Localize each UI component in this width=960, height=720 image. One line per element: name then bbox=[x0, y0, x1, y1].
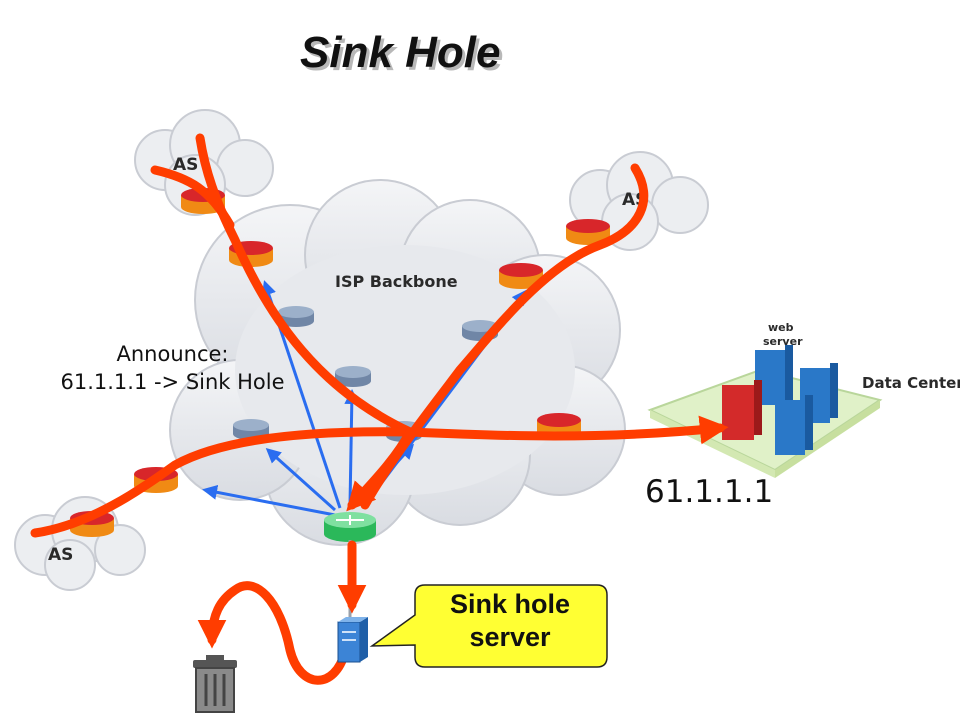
router-icon bbox=[566, 219, 610, 245]
announce-line-2: 61.1.1.1 -> Sink Hole bbox=[60, 370, 285, 394]
data-center: web server Data Center bbox=[647, 321, 960, 478]
callout-line-2: server bbox=[469, 622, 551, 652]
data-center-label: Data Center bbox=[862, 374, 960, 392]
core-routers bbox=[233, 306, 498, 442]
sinkhole-callout-text: Sink hole server bbox=[416, 588, 604, 654]
announce-annotation: Announce: 61.1.1.1 -> Sink Hole bbox=[30, 340, 315, 396]
router-icon bbox=[335, 366, 371, 387]
as-label-top-left: AS bbox=[173, 155, 198, 175]
announce-line-1: Announce: bbox=[116, 342, 229, 366]
callout-line-1: Sink hole bbox=[449, 589, 571, 619]
sinkhole-router-icon bbox=[324, 512, 376, 542]
as-label-bottom-left: AS bbox=[48, 545, 73, 565]
as-cloud-bottom-left: AS bbox=[14, 496, 146, 591]
page-title: Sink Hole bbox=[300, 28, 501, 77]
web-server-label-1: web bbox=[768, 321, 794, 334]
sinkhole-callout-bubble bbox=[369, 584, 608, 668]
router-icon bbox=[278, 306, 314, 327]
isp-backbone-cloud: ISP Backbone bbox=[169, 179, 626, 546]
target-ip-label: 61.1.1.1 bbox=[645, 474, 774, 510]
web-server-label-2: server bbox=[763, 335, 803, 348]
trash-can-icon bbox=[193, 655, 237, 713]
attack-traffic-paths bbox=[30, 133, 729, 685]
isp-backbone-label: ISP Backbone bbox=[335, 272, 458, 291]
router-icon bbox=[499, 263, 543, 289]
sinkhole-server-icon bbox=[337, 617, 368, 663]
